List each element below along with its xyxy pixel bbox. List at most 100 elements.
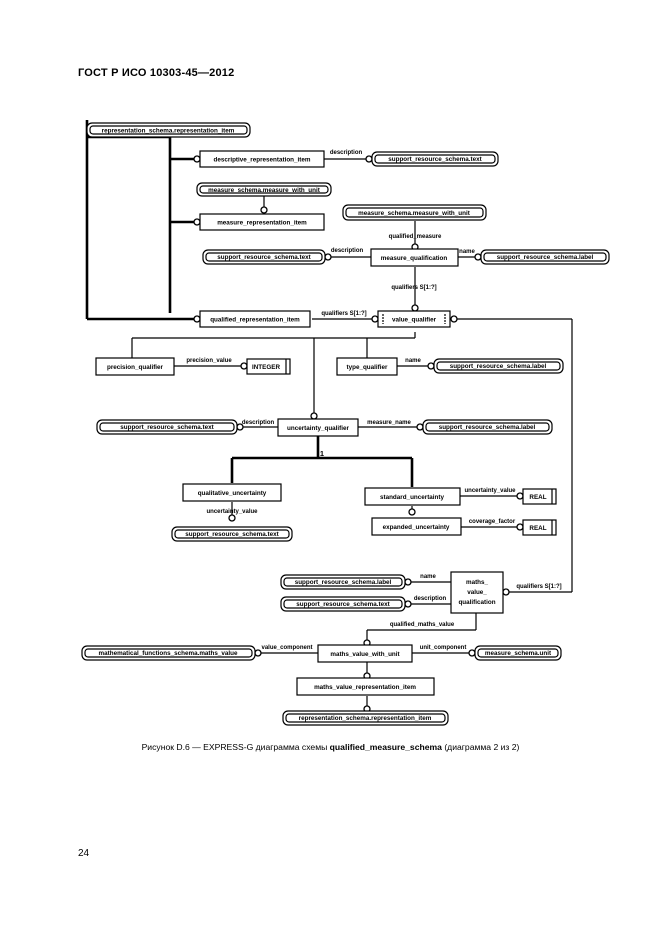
circle-end (474, 253, 482, 261)
diagram-label: REAL (529, 525, 546, 532)
diagram-label: REAL (529, 494, 546, 501)
diagram-label: INTEGER (252, 364, 280, 371)
diagram-label: measure_schema.unit (485, 650, 552, 657)
diagram-label: value_component (261, 645, 312, 651)
diagram-label: descriptive_representation_item (214, 157, 311, 164)
circle-end (240, 362, 248, 370)
ref-inner-frame (345, 207, 484, 218)
diagram-label: qualification (458, 599, 495, 606)
diagram-label: support_resource_schema.text (185, 531, 279, 538)
circle-end (516, 492, 524, 500)
entity-box-precision-qualifier (95, 357, 175, 376)
entity-box-measure-rep-item (199, 213, 325, 231)
circle-end (228, 514, 236, 522)
diagram-label: uncertainty_value (206, 509, 258, 515)
diagram-label: maths_value_representation_item (314, 684, 416, 691)
entity-box-qualified-rep-item (199, 310, 311, 328)
diagram-label: support_resource_schema.text (217, 254, 311, 261)
diagram-label: maths_value_with_unit (330, 651, 400, 658)
circle-end (450, 315, 458, 323)
diagram-label: coverage_factor (469, 519, 516, 525)
diagram-label: measure_schema.measure_with_unit (358, 210, 471, 217)
diagram-label: qualified_measure (389, 234, 442, 240)
document-header: ГОСТ Р ИСО 10303-45—2012 (78, 67, 235, 79)
diagram-label: qualifiers S[1:?] (321, 311, 366, 317)
relation-label: description (330, 150, 363, 156)
diagram-label: support_resource_schema.text (296, 601, 390, 608)
diagram-label: measure_schema.measure_with_unit (208, 187, 321, 194)
diagram-label: value_ (467, 589, 487, 596)
entity-box-value-qualifier (377, 310, 451, 328)
circle-end (260, 206, 268, 214)
entity-box-maths-value-rep-item (296, 677, 435, 696)
ref-inner-frame (283, 599, 403, 609)
circle-end (365, 155, 373, 163)
entity-box-descriptive (199, 150, 325, 168)
entity-box-type-qualifier (336, 357, 398, 376)
diagram-label: support_resource_schema.label (450, 363, 547, 370)
diagram-label: value_qualifier (392, 317, 437, 324)
circle-end (193, 218, 201, 226)
diagram-label: uncertainty_value (464, 488, 516, 494)
diagram-label: measure_representation_item (217, 220, 307, 227)
diagram-label: description (242, 420, 275, 426)
ref-inner-frame (374, 154, 496, 164)
diagram-label: qualified_maths_value (390, 622, 455, 628)
circle-end (502, 588, 510, 596)
diagram-label: 1 (320, 449, 324, 458)
diagram-label: uncertainty_qualifier (287, 425, 349, 432)
entity-box-expanded-uncertainty (371, 517, 462, 536)
circle-end (254, 649, 262, 657)
diagram-label: qualified_representation_item (210, 317, 300, 324)
entity-box-maths-value-qualification (450, 571, 504, 614)
ref-inner-frame (174, 529, 290, 539)
circle-end (324, 253, 332, 261)
ref-inner-frame (285, 713, 446, 723)
circle-end (416, 423, 424, 431)
circle-end (468, 649, 476, 657)
diagram-label: precision_value (186, 358, 232, 364)
entity-label: representation_schema.representation_ite… (102, 128, 235, 135)
entity-box-maths-value-with-unit (317, 644, 413, 663)
diagram-label: name (405, 358, 421, 364)
diagram-label: support_resource_schema.label (295, 579, 392, 586)
diagram-label: name (420, 574, 436, 580)
entity-box-standard-uncertainty (364, 487, 461, 506)
diagram-label: description (331, 248, 364, 254)
diagram-label: support_resource_schema.label (497, 254, 594, 261)
diagram-label: standard_uncertainty (380, 494, 445, 501)
diagram-label: support_resource_schema.text (120, 424, 214, 431)
diagram-label: unit_component (420, 645, 467, 651)
ref-inner-frame (436, 361, 561, 371)
circle-end (411, 304, 419, 312)
entity-box-measure-qualification (370, 248, 459, 267)
ref-inner-frame (283, 577, 403, 587)
circle-end (404, 600, 412, 608)
diagram-label: representation_schema.representation_ite… (299, 715, 432, 722)
ref-inner-frame (205, 252, 323, 262)
diagram-label: precision_qualifier (107, 364, 164, 371)
circle-end (516, 523, 524, 531)
circle-end (371, 315, 379, 323)
circle-end (404, 578, 412, 586)
diagram-label: measure_qualification (381, 255, 448, 262)
diagram-label: name (459, 249, 475, 255)
ref-inner-frame (483, 252, 607, 262)
circle-end (310, 412, 318, 420)
type-box-real-2 (522, 519, 557, 536)
circle-end (193, 155, 201, 163)
ref-inner-frame (89, 125, 248, 135)
entity-box-qualitative-uncertainty (182, 483, 282, 502)
diagram-label: mathematical_functions_schema.maths_valu… (99, 650, 238, 657)
ref-inner-frame (199, 185, 329, 194)
diagram-label: measure_name (367, 420, 411, 426)
diagram-label: type_qualifier (347, 364, 388, 371)
circle-end (408, 508, 416, 516)
ref-inner-frame (84, 648, 253, 658)
ref-inner-frame (99, 422, 235, 432)
ref-inner-frame (425, 422, 550, 432)
type-box-real-1 (522, 488, 557, 505)
diagram-label: expanded_uncertainty (383, 524, 450, 531)
page-number: 24 (78, 848, 90, 859)
